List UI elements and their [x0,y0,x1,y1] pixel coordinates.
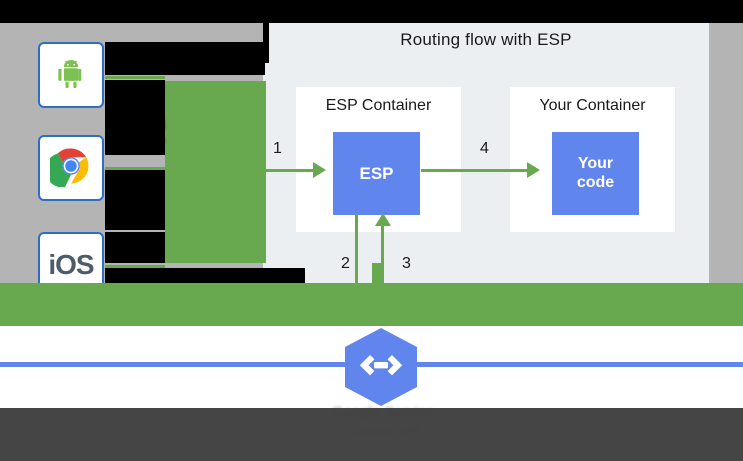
client-tile-chrome [38,135,104,201]
top-occlusion-bar [0,0,743,23]
page-right-gutter [709,23,743,310]
bottom-occlusion-bar [0,408,743,461]
client-connector-android [105,76,165,79]
arrow-4-label: 4 [480,140,489,157]
arrow-4-head-icon [527,162,540,178]
arrow-4-line [421,169,530,172]
ios-icon: iOS [48,249,94,280]
occlusion-block [105,232,165,263]
arrow-3-head-icon [375,213,391,226]
client-connector-ios [105,265,165,268]
occlusion-block [105,170,165,230]
occlusion-block [105,80,165,155]
arrow-2-line [355,214,358,326]
arrow-1-label: 1 [273,140,282,157]
arrow-1-head-icon [313,162,326,178]
google-service-control-hexagon-icon [339,326,423,408]
your-container-label: Your Container [539,97,646,114]
esp-node: ESP [333,132,420,215]
green-overlay-block [165,81,266,263]
page-title: Routing flow with ESP [400,30,572,49]
chrome-icon [45,145,92,192]
android-icon [52,54,90,97]
arrow-1-line [263,169,316,172]
your-code-node: Your code [552,132,639,215]
your-code-line2: code [576,173,615,191]
client-tile-android [38,42,104,108]
occlusion-block [105,42,265,75]
arrow-2-label: 2 [341,255,350,272]
esp-container: ESP Container [296,87,461,232]
green-overlay-band [0,283,743,326]
arrow-3-label: 3 [402,255,411,272]
client-connector-chrome [105,167,165,170]
your-code-line1: Your [577,155,614,173]
occlusion-block [263,23,269,63]
esp-container-label: ESP Container [325,97,432,114]
arrow-3-line [381,226,384,326]
